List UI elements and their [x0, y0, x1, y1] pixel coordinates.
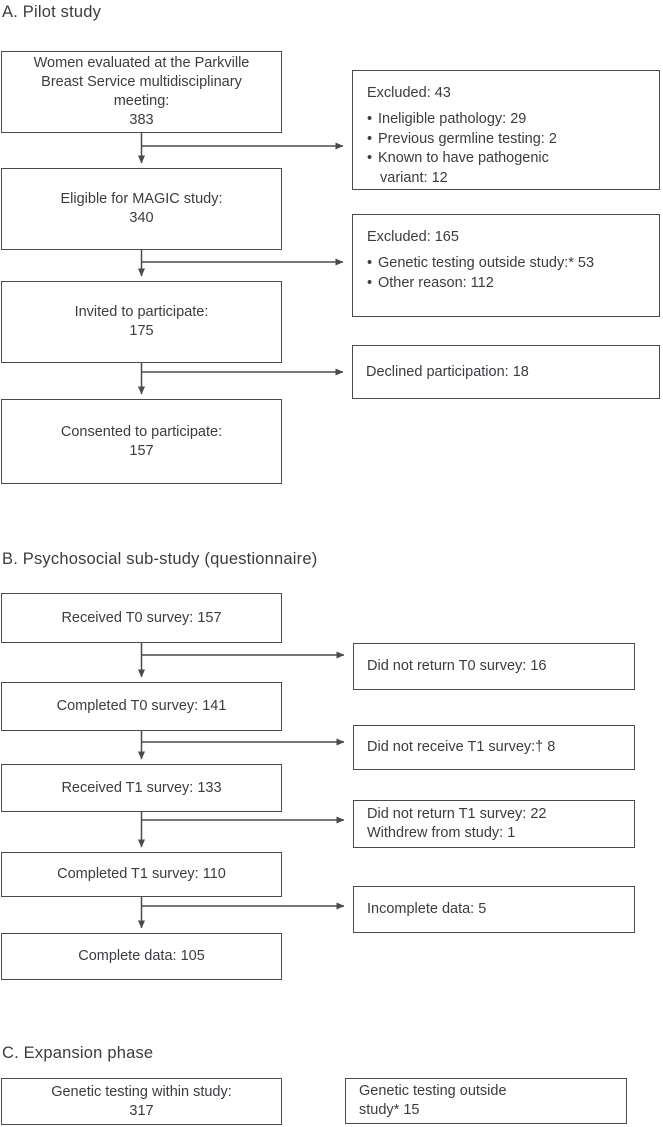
excluded-165-list: Genetic testing outside study:* 53 Other… [367, 254, 647, 293]
box-complete-data-text: Complete data: 105 [78, 948, 205, 964]
box-testing-within: Genetic testing within study: 317 [1, 1078, 282, 1125]
box-received-t0-text: Received T0 survey: 157 [61, 609, 222, 626]
box-not-returned-t1-line2: Withdrew from study: 1 [367, 825, 516, 841]
excluded-43-item: Previous germline testing: 2 [367, 130, 647, 150]
box-excluded-165: Excluded: 165 Genetic testing outside st… [352, 214, 660, 317]
box-testing-outside-line2: study* 15 [359, 1102, 420, 1118]
box-invited-value: 175 [129, 323, 154, 339]
box-received-t1-text: Received T1 survey: 133 [61, 779, 222, 796]
box-incomplete-data: Incomplete data: 5 [353, 886, 635, 933]
box-not-received-t1: Did not receive T1 survey:† 8 [353, 725, 635, 770]
box-consented-label: Consented to participate: [60, 423, 223, 440]
box-completed-t0-text: Completed T0 survey: 141 [56, 698, 227, 714]
box-women-evaluated: Women evaluated at the Parkville Breast … [1, 51, 282, 133]
box-testing-within-value: 317 [129, 1102, 154, 1119]
box-consented-value: 157 [129, 442, 154, 459]
box-received-t1: Received T1 survey: 133 [1, 764, 282, 812]
box-not-returned-t0-text: Did not return T0 survey: 16 [367, 658, 547, 674]
box-invited-label: Invited to participate: [74, 304, 209, 320]
box-not-returned-t1: Did not return T1 survey: 22 Withdrew fr… [353, 800, 635, 848]
box-received-t0: Received T0 survey: 157 [1, 593, 282, 643]
box-incomplete-data-text: Incomplete data: 5 [367, 901, 487, 917]
section-a-title: A. Pilot study [2, 3, 102, 21]
box-eligible-magic-value: 340 [129, 210, 154, 226]
excluded-43-list: Ineligible pathology: 29 Previous germli… [367, 110, 647, 188]
box-consented: Consented to participate: 157 [1, 399, 282, 484]
section-b-title: B. Psychosocial sub-study (questionnaire… [2, 550, 318, 568]
box-eligible-magic-label: Eligible for MAGIC study: [60, 191, 223, 207]
excluded-165-item: Genetic testing outside study:* 53 [367, 254, 647, 274]
excluded-43-heading: Excluded: 43 [367, 85, 451, 101]
box-completed-t1: Completed T1 survey: 110 [1, 852, 282, 897]
box-not-received-t1-text: Did not receive T1 survey:† 8 [367, 739, 556, 755]
section-c-title: C. Expansion phase [2, 1044, 154, 1062]
box-testing-outside: Genetic testing outside study* 15 [345, 1078, 627, 1124]
box-invited: Invited to participate: 175 [1, 281, 282, 363]
box-completed-t1-text: Completed T1 survey: 110 [57, 866, 226, 882]
box-excluded-43: Excluded: 43 Ineligible pathology: 29 Pr… [352, 70, 660, 190]
box-complete-data: Complete data: 105 [1, 933, 282, 980]
excluded-43-item: Ineligible pathology: 29 [367, 110, 647, 130]
box-not-returned-t0: Did not return T0 survey: 16 [353, 643, 635, 690]
box-testing-within-label: Genetic testing within study: [51, 1083, 232, 1100]
excluded-165-item: Other reason: 112 [367, 274, 647, 294]
box-women-evaluated-label: Women evaluated at the Parkville Breast … [33, 55, 250, 109]
box-women-evaluated-value: 383 [129, 112, 154, 128]
box-declined-text: Declined participation: 18 [366, 363, 529, 380]
box-declined: Declined participation: 18 [352, 345, 660, 399]
box-not-returned-t1-line1: Did not return T1 survey: 22 [367, 806, 547, 822]
box-testing-outside-line1: Genetic testing outside [359, 1083, 507, 1099]
box-eligible-magic: Eligible for MAGIC study: 340 [1, 168, 282, 250]
excluded-165-heading: Excluded: 165 [367, 229, 459, 245]
box-completed-t0: Completed T0 survey: 141 [1, 682, 282, 731]
